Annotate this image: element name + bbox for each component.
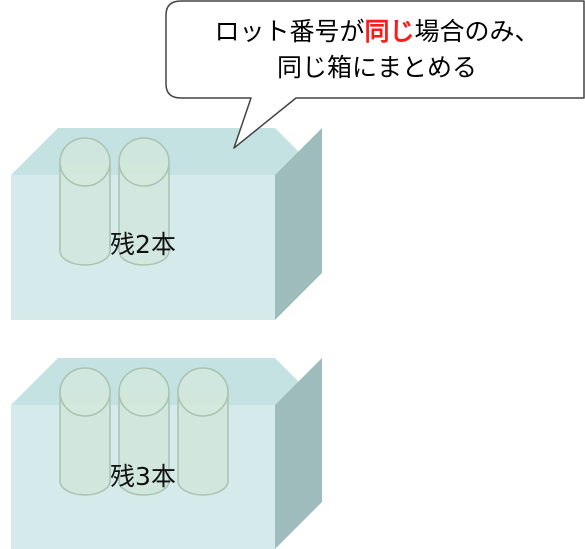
bottle — [118, 367, 170, 496]
callout-bubble-shape — [165, 0, 585, 149]
bottle — [177, 367, 229, 496]
callout-line-1-after: 場合のみ、 — [414, 17, 540, 46]
box-1-side-face — [275, 128, 322, 320]
bottle — [59, 137, 111, 266]
callout-bubble — [165, 0, 585, 149]
box-1-bottles — [59, 137, 170, 266]
callout-line-1-before: ロット番号が — [214, 17, 365, 46]
box-2 — [11, 358, 322, 549]
box-2-bottles — [59, 367, 229, 496]
callout-line-2: 同じ箱にまとめる — [276, 53, 477, 82]
callout-text: ロット番号が同じ場合のみ、 同じ箱にまとめる — [166, 14, 585, 86]
callout-line-1: ロット番号が同じ場合のみ、 — [166, 14, 585, 50]
callout-highlight-same: 同じ — [364, 17, 415, 46]
box-2-side-face — [275, 358, 322, 549]
bottle — [59, 367, 111, 496]
bottle — [118, 137, 170, 266]
box-1-label: 残2本 — [110, 230, 176, 259]
box-1 — [11, 128, 322, 320]
box-2-label: 残3本 — [110, 462, 176, 491]
